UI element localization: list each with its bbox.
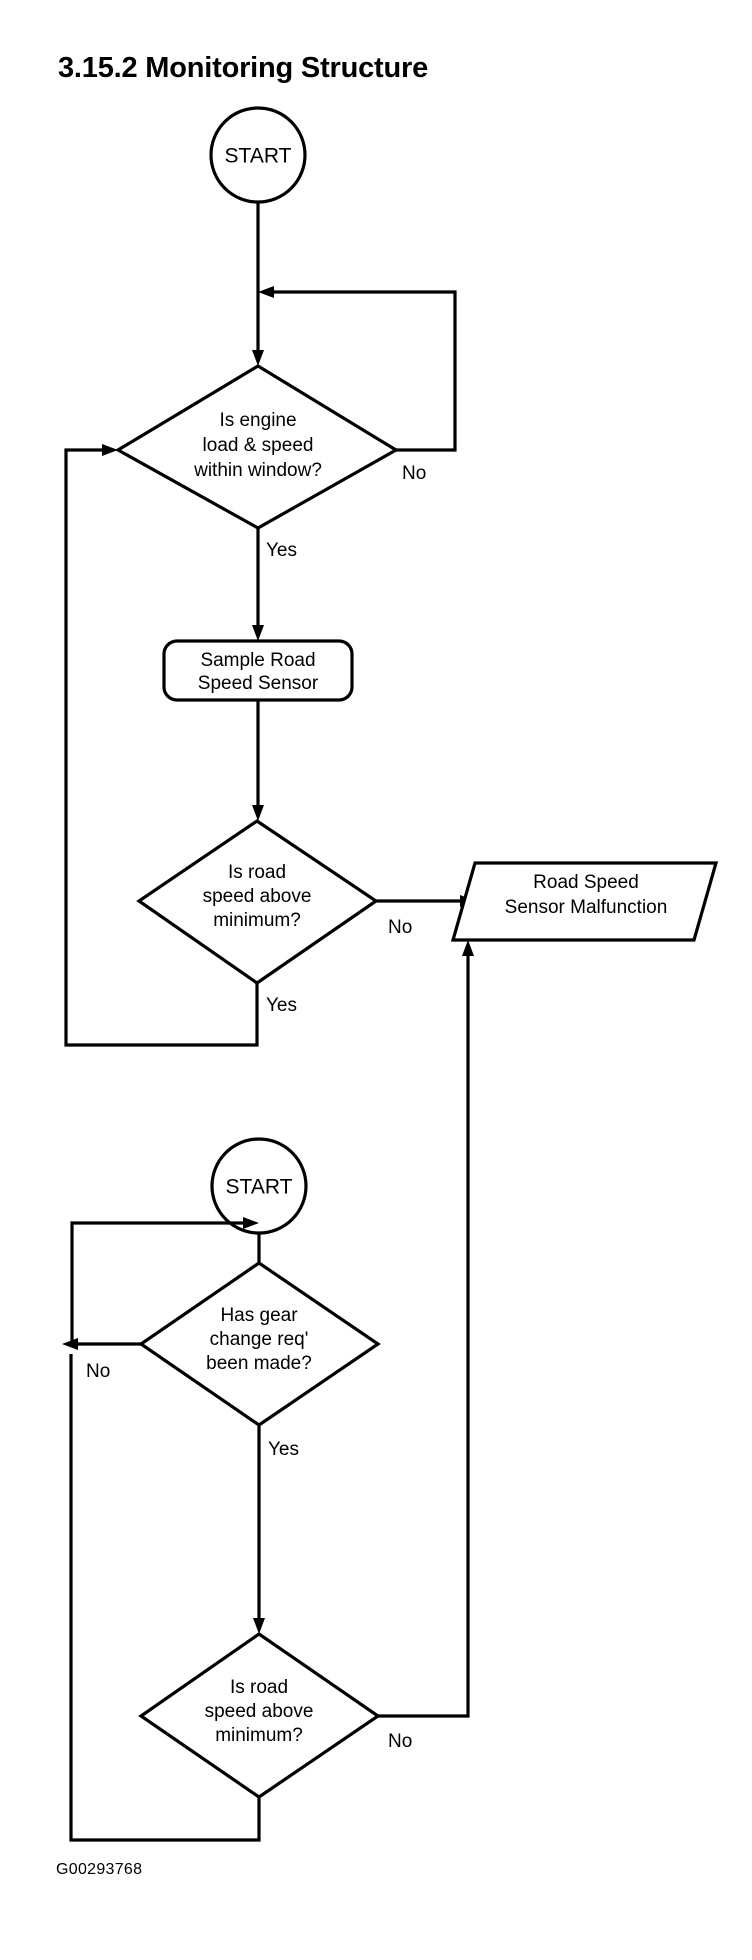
edge-label-dec3-yes: Yes [268,1439,299,1460]
output-node-1-line2: Sensor Malfunction [505,897,668,918]
arrowhead-proc1-to-dec2 [252,805,264,821]
output-node-1 [450,861,719,942]
page-title: 3.15.2 Monitoring Structure [58,52,429,84]
decision-node-1-line1: Is engine [219,410,296,431]
edge-dec2-yes-loopback [64,448,259,1047]
arrowhead-dec2-yes-loopback [102,444,118,456]
decision-node-3-line1: Has gear [220,1305,298,1326]
start-node-1-label: START [225,145,292,168]
arrowhead-dec3-no-loopback [243,1217,259,1229]
edge-dec4-no-to-out1 [378,950,470,1718]
edge-dec1-no-loopback [268,290,457,452]
decision-node-3-line2: change req' [210,1329,309,1350]
arrowhead-dec4-no-to-out1 [462,940,474,956]
process-node-1-line1: Sample Road [200,650,315,671]
decision-node-2-line2: speed above [203,886,312,907]
decision-node-1-line3: within window? [193,460,322,481]
decision-node-4-line3: minimum? [215,1725,303,1746]
output-node-1-line1: Road Speed [533,872,639,893]
decision-node-3-line3: been made? [206,1353,312,1374]
process-node-1-line2: Speed Sensor [198,673,319,694]
arrowhead-start1-to-dec1 [252,350,264,366]
edge-label-dec4-no: No [388,1731,412,1752]
arrowhead-dec1-no-loopback [258,286,274,298]
decision-node-1-line2: load & speed [203,435,314,456]
edge-dec3-no-loopback [70,1221,249,1346]
arrowhead-dec3-no [62,1338,78,1350]
decision-node-4-line2: speed above [205,1701,314,1722]
start-node-2-label: START [226,1176,293,1199]
decision-node-2-line1: Is road [228,862,286,883]
arrowhead-dec1-yes-to-proc1 [252,625,264,641]
decision-node-4-line1: Is road [230,1677,288,1698]
edge-label-dec2-yes: Yes [266,995,297,1016]
edge-label-dec2-no: No [388,917,412,938]
edge-label-dec1-yes: Yes [266,540,297,561]
edge-label-dec1-no: No [402,463,426,484]
figure-id-caption: G00293768 [56,1861,143,1878]
edge-label-dec3-no: No [86,1361,110,1382]
edge-dec4-yes-loopback [69,1354,261,1842]
arrowhead-dec3-yes-to-dec4 [253,1618,265,1634]
decision-node-2-line3: minimum? [213,910,301,931]
